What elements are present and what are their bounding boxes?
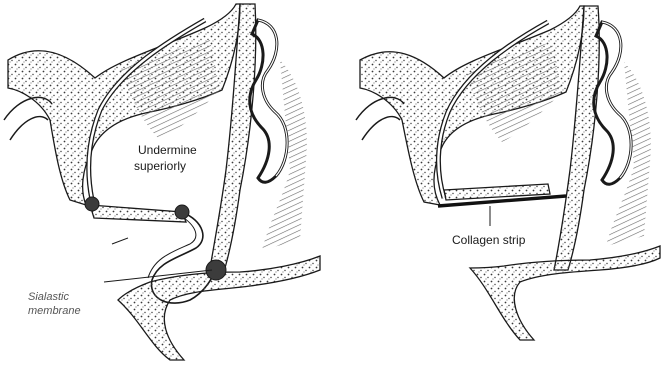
right-lower-tissue [470, 246, 660, 340]
collagen-strip-label: Collagen strip [452, 233, 526, 247]
membrane-label-line2: membrane [28, 305, 81, 317]
right-sinus-shading [466, 42, 562, 142]
suture-marker-upper-right [175, 205, 189, 219]
undermine-label-line2: superiorly [134, 159, 186, 173]
flap-leader-line [112, 238, 128, 244]
membrane-label-line1: Sialastic [28, 291, 69, 303]
right-panel [356, 6, 660, 340]
undermine-label-line1: Undermine [138, 143, 197, 157]
left-sinus-shading [120, 40, 220, 140]
left-floor-flap [90, 205, 186, 222]
suture-marker-upper-left [85, 197, 99, 211]
right-upper-tissue [360, 6, 584, 205]
